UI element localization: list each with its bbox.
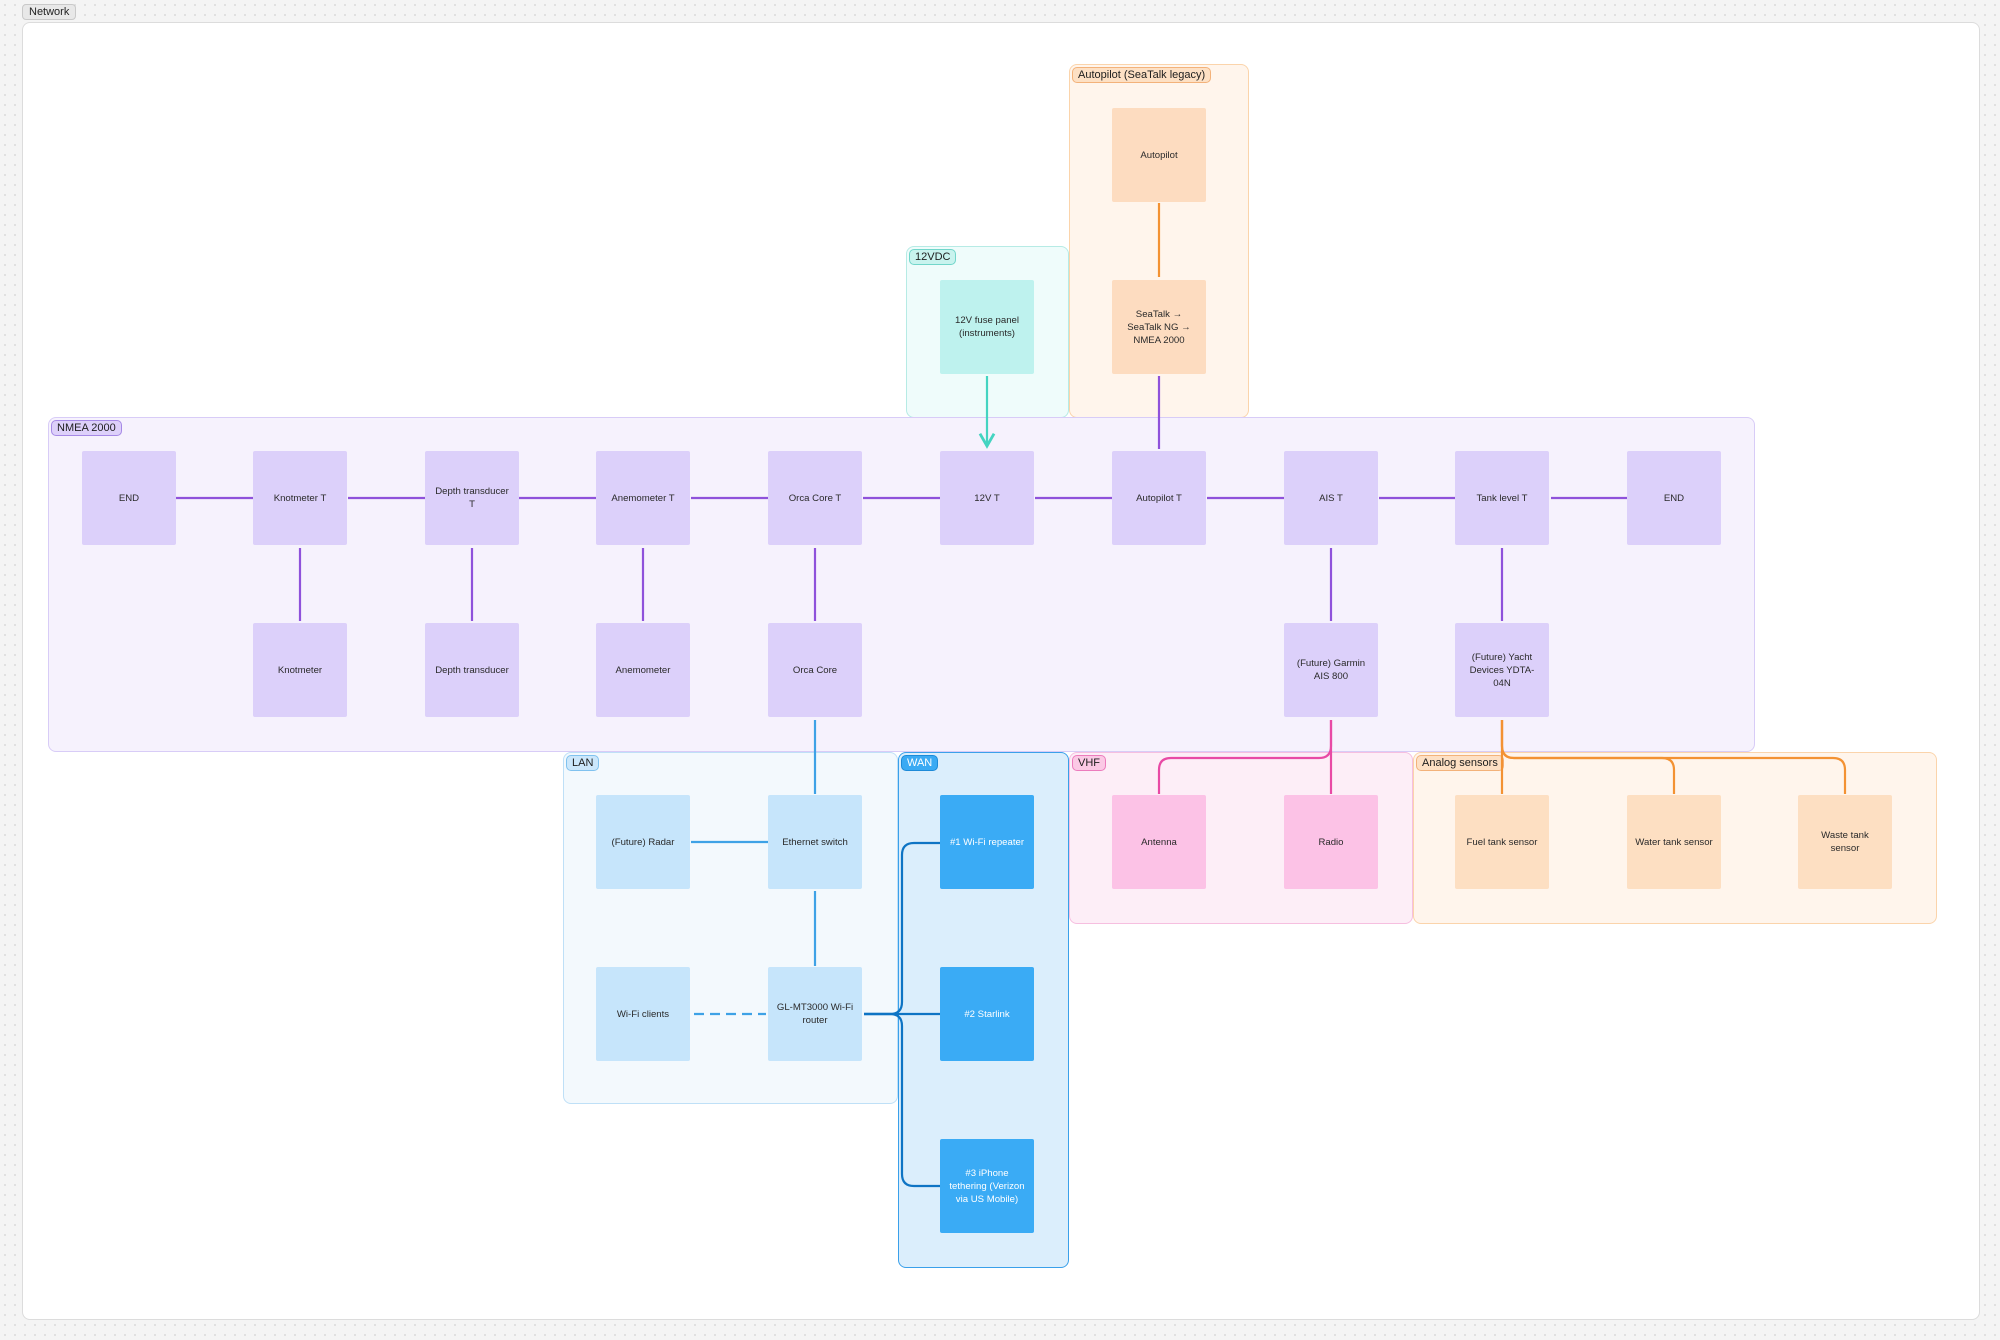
wan-links (864, 841, 940, 1188)
knotmeter-node[interactable]: Knotmeter (253, 623, 347, 717)
nmea-backbone (176, 376, 1628, 621)
radar-node[interactable]: (Future) Radar (596, 795, 690, 889)
depth-transducer-t-node[interactable]: Depth transducer T (425, 451, 519, 545)
autopilot-node[interactable]: Autopilot (1112, 108, 1206, 202)
orca-core-t-node[interactable]: Orca Core T (768, 451, 862, 545)
section-vhf-label: VHF (1072, 755, 1106, 771)
fuel-tank-sensor-node[interactable]: Fuel tank sensor (1455, 795, 1549, 889)
depth-transducer-node[interactable]: Depth transducer (425, 623, 519, 717)
ais-to-antenna (1157, 720, 1333, 794)
lan-links (691, 720, 817, 1016)
fuse-panel-node[interactable]: 12V fuse panel (instruments) (940, 280, 1034, 374)
router-node[interactable]: GL-MT3000 Wi-Fi router (768, 967, 862, 1061)
tank-level-t-node[interactable]: Tank level T (1455, 451, 1549, 545)
ydta-node[interactable]: (Future) Yacht Devices YDTA-04N (1455, 623, 1549, 717)
ais-t-node[interactable]: AIS T (1284, 451, 1378, 545)
autopilot-t-node[interactable]: Autopilot T (1112, 451, 1206, 545)
starlink-node[interactable]: #2 Starlink (940, 967, 1034, 1061)
section-analog-label: Analog sensors (1416, 755, 1504, 771)
anemometer-node[interactable]: Anemometer (596, 623, 690, 717)
section-autopilot-label: Autopilot (SeaTalk legacy) (1072, 67, 1212, 83)
orca-core-node[interactable]: Orca Core (768, 623, 862, 717)
radio-node[interactable]: Radio (1284, 795, 1378, 889)
waste-tank-sensor-node[interactable]: Waste tank sensor (1798, 795, 1892, 889)
seatalk-converter-node[interactable]: SeaTalk → SeaTalk NG → NMEA 2000 (1112, 280, 1206, 374)
analog-links (1500, 720, 1847, 794)
antenna-node[interactable]: Antenna (1112, 795, 1206, 889)
wifi-repeater-node[interactable]: #1 Wi-Fi repeater (940, 795, 1034, 889)
frame-label[interactable]: Network (22, 4, 77, 20)
end-left-node[interactable]: END (82, 451, 176, 545)
section-wan-label: WAN (901, 755, 939, 771)
water-tank-sensor-node[interactable]: Water tank sensor (1627, 795, 1721, 889)
router-to-repeater (864, 841, 940, 1016)
ethernet-switch-node[interactable]: Ethernet switch (768, 795, 862, 889)
end-right-node[interactable]: END (1627, 451, 1721, 545)
garmin-ais-node[interactable]: (Future) Garmin AIS 800 (1284, 623, 1378, 717)
iphone-tethering-node[interactable]: #3 iPhone tethering (Verizon via US Mobi… (940, 1139, 1034, 1233)
vhf-links (1157, 720, 1333, 794)
anemometer-t-node[interactable]: Anemometer T (596, 451, 690, 545)
ydta-to-waste (1500, 720, 1847, 794)
wifi-clients-node[interactable]: Wi-Fi clients (596, 967, 690, 1061)
router-to-iphone (864, 1012, 940, 1188)
section-12vdc-label: 12VDC (909, 249, 957, 265)
section-nmea2000-label: NMEA 2000 (51, 420, 122, 436)
section-lan-label: LAN (566, 755, 600, 771)
12v-t-node[interactable]: 12V T (940, 451, 1034, 545)
knotmeter-t-node[interactable]: Knotmeter T (253, 451, 347, 545)
